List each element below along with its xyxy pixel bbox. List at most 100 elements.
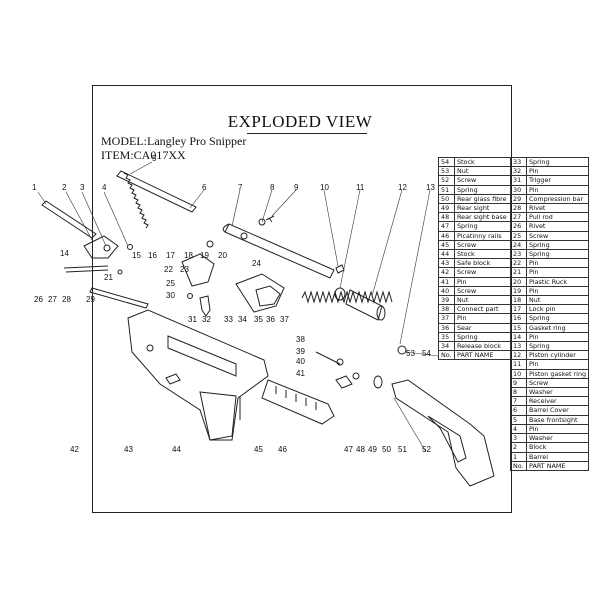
part-number: 40 xyxy=(438,285,455,297)
empty-cell xyxy=(439,378,455,387)
sear-part xyxy=(255,285,281,307)
barrel-cover-spring xyxy=(123,172,149,229)
empty-cell xyxy=(439,424,455,433)
picatinny-rail-part xyxy=(261,379,335,425)
callout-46: 46 xyxy=(278,445,287,454)
empty-cell xyxy=(439,452,455,461)
part-name: Stock xyxy=(454,156,511,168)
empty-cell xyxy=(455,360,511,369)
piston-cylinder-part xyxy=(345,289,383,321)
part-number: 49 xyxy=(438,203,455,214)
part-number: No. xyxy=(510,460,527,471)
rear-stock-cutout xyxy=(427,415,467,463)
part-name: Pull rod xyxy=(525,212,590,223)
callout-36: 36 xyxy=(266,315,275,324)
part-name: Barrel xyxy=(525,451,590,462)
part-number: 14 xyxy=(510,331,527,343)
part-name: Screw xyxy=(454,239,511,251)
empty-cell xyxy=(455,443,511,452)
callout-25: 25 xyxy=(166,279,175,288)
safe-block-part xyxy=(165,373,181,385)
part-name: Connect part xyxy=(454,304,511,315)
part-number: 35 xyxy=(438,331,455,343)
part-number: 11 xyxy=(510,359,527,370)
empty-cell xyxy=(455,369,511,378)
part-name: Rear sight base xyxy=(454,212,511,223)
part-number: 33 xyxy=(510,156,527,168)
part-name: Pin xyxy=(525,166,590,177)
part-name: Piston cylinder xyxy=(525,350,590,361)
part-number: 39 xyxy=(438,295,455,306)
part-number: 16 xyxy=(510,313,527,324)
trigger-housing-left xyxy=(181,253,215,287)
callout-34: 34 xyxy=(238,315,247,324)
part-name: Pin xyxy=(525,184,590,195)
callout-43: 43 xyxy=(124,445,133,454)
part-number: 26 xyxy=(510,221,527,232)
trigger-part xyxy=(199,295,211,317)
leader-lines xyxy=(37,161,439,453)
empty-cell xyxy=(439,397,455,406)
part-number: 9 xyxy=(510,377,527,389)
part-number: 5 xyxy=(510,414,527,425)
part-name: Pin xyxy=(454,276,511,287)
callout-7: 7 xyxy=(238,183,243,192)
callout-41: 41 xyxy=(296,369,305,378)
part-name: Release block xyxy=(454,341,511,352)
empty-cell xyxy=(439,369,455,378)
part-number: 4 xyxy=(510,423,527,435)
part-number: 31 xyxy=(510,175,527,186)
callout-18: 18 xyxy=(184,251,193,260)
callout-51: 51 xyxy=(398,445,407,454)
rear-sight-part xyxy=(335,375,353,389)
callout-30: 30 xyxy=(166,291,175,300)
callout-48: 48 xyxy=(356,445,365,454)
part-name: Screw xyxy=(454,285,511,297)
callout-17: 17 xyxy=(166,251,175,260)
part-number: 44 xyxy=(438,249,455,260)
callout-31: 31 xyxy=(188,315,197,324)
part-name: Rivet xyxy=(525,221,590,232)
part-number: 10 xyxy=(510,368,527,379)
empty-cell xyxy=(455,397,511,406)
part-name: Nut xyxy=(454,295,511,306)
part-name: Block xyxy=(525,442,590,453)
part-name: Barrel Cover xyxy=(525,405,590,416)
pin-part-19 xyxy=(206,240,214,248)
empty-cell xyxy=(439,388,455,397)
part-name: Screw xyxy=(454,267,511,278)
part-number: 51 xyxy=(438,184,455,195)
callout-19: 19 xyxy=(200,251,209,260)
part-name: Pin xyxy=(525,267,590,278)
part-number: 28 xyxy=(510,203,527,214)
part-name: Receiver xyxy=(525,396,590,407)
part-outlines xyxy=(41,170,495,487)
part-number: 48 xyxy=(438,212,455,223)
item-label: ITEM:CA017XX xyxy=(101,148,186,162)
part-number: 17 xyxy=(510,304,527,315)
part-name: Spring xyxy=(525,239,590,251)
callout-5: 5 xyxy=(152,154,157,163)
spring-guide-end xyxy=(397,345,407,355)
part-name: Pin xyxy=(525,423,590,435)
part-name: Spring xyxy=(454,221,511,232)
part-number: 6 xyxy=(510,405,527,416)
part-name: Stock xyxy=(454,249,511,260)
rail-slots xyxy=(275,386,317,410)
part-number: 21 xyxy=(510,267,527,278)
callout-26: 26 xyxy=(34,295,43,304)
callout-21: 21 xyxy=(104,273,113,282)
callout-47: 47 xyxy=(344,445,353,454)
